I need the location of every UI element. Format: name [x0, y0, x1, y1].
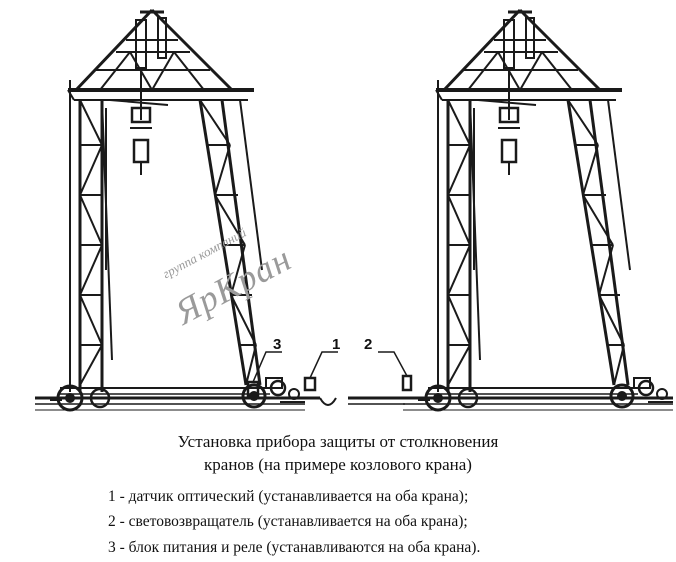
callout-1: 1 — [332, 336, 340, 353]
crane-left — [33, 8, 307, 412]
figure-caption-line2: кранов (на примере козлового крана) — [204, 455, 472, 474]
power-relay-block — [246, 351, 282, 398]
legend-item-1: 1 - датчик оптический (устанавливается н… — [108, 488, 469, 505]
callout-2: 2 — [364, 336, 372, 353]
callout-3: 3 — [273, 336, 281, 353]
retroreflector — [378, 351, 413, 392]
legend-item-2: 2 - световозвращатель (устанавливается н… — [108, 513, 468, 530]
crane-diagram: 3 1 2 — [33, 8, 675, 412]
legend-item-3: 3 - блок питания и реле (устанавливаются… — [108, 539, 481, 556]
crane-right — [401, 8, 675, 412]
figure-caption-line1: Установка прибора защиты от столкновения — [177, 432, 499, 451]
optical-sensor — [303, 351, 338, 392]
rail-gap — [305, 396, 405, 406]
